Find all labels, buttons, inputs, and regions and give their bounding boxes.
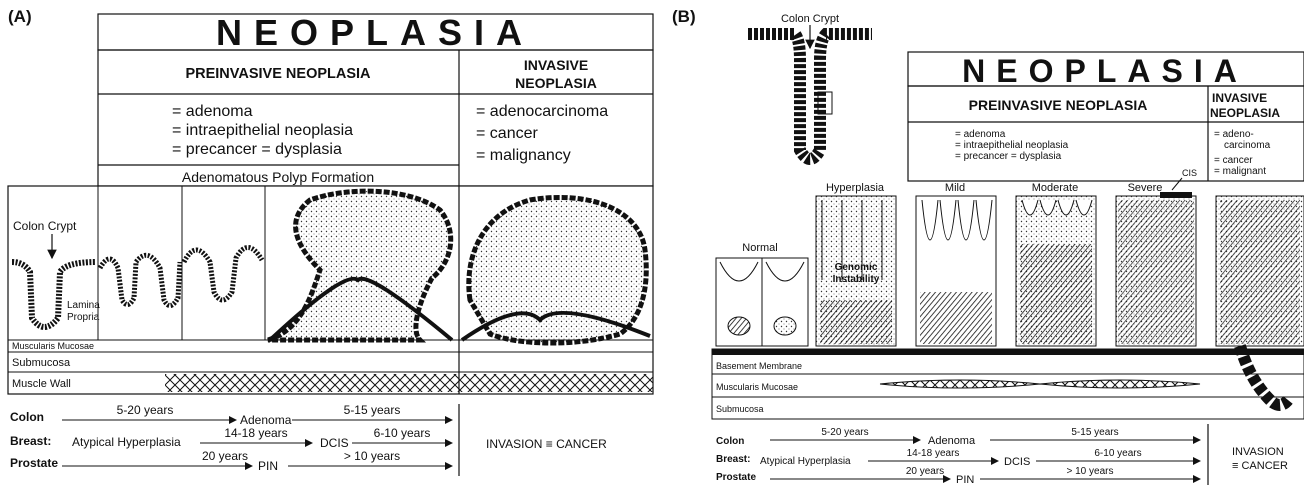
- panel-b-prostate-years-1: 20 years: [906, 466, 944, 477]
- panel-a-layer-muscularis: Muscularis Mucosae: [12, 341, 94, 351]
- panel-b-timeline: Colon Breast: Prostate 5-20 years Adenom…: [716, 424, 1288, 485]
- panel-b-row-prostate: Prostate: [716, 472, 756, 483]
- panel-b-atypical: Atypical Hyperplasia: [760, 456, 851, 467]
- panel-b-invasive-header-2: NEOPLASIA: [1210, 106, 1280, 120]
- panel-b-term-adeno: = adeno-: [1214, 129, 1254, 140]
- panel-b-layer-basement: Basement Membrane: [716, 361, 802, 371]
- panel-a-breast-years-2: 6-10 years: [374, 426, 431, 440]
- panel-a-preinvasive-header: PREINVASIVE NEOPLASIA: [185, 66, 371, 82]
- panel-a-label: (A): [8, 7, 32, 26]
- panel-a: (A) NEOPLASIA PREINVASIVE NEOPLASIA INVA…: [8, 7, 653, 476]
- panel-b-preinvasive-header: PREINVASIVE NEOPLASIA: [969, 97, 1148, 113]
- panel-a-crypt-label: Colon Crypt: [13, 219, 77, 233]
- panel-b-invasion-2: ≡ CANCER: [1232, 460, 1288, 472]
- panel-b-invasion-1: INVASION: [1232, 446, 1284, 458]
- panel-b-cis-marker: [1160, 192, 1192, 198]
- panel-b-adenoma: Adenoma: [928, 435, 976, 447]
- panel-b-genomic-2: Instability: [833, 274, 880, 285]
- panel-b-stage-normal: Normal: [742, 242, 777, 254]
- panel-b-prostate-years-2: > 10 years: [1067, 466, 1114, 477]
- panel-b-crypt: [748, 34, 872, 159]
- panel-a-pin: PIN: [258, 459, 278, 473]
- panel-a-term-cancer: = cancer: [476, 125, 538, 142]
- panel-a-prostate-years-1: 20 years: [202, 449, 248, 463]
- panel-b-pin: PIN: [956, 474, 974, 485]
- panel-a-layer-muscle-wall: Muscle Wall: [12, 378, 71, 390]
- panel-b-title: NEOPLASIA: [962, 53, 1248, 89]
- panel-b-dcis: DCIS: [1004, 456, 1030, 468]
- panel-a-row-breast: Breast:: [10, 434, 51, 448]
- panel-b-normal-nucleus: [728, 317, 750, 335]
- panel-b-stage-mild: Mild: [945, 182, 965, 194]
- panel-b-label: (B): [672, 7, 696, 26]
- panel-b-stage-moderate: Moderate: [1032, 182, 1078, 194]
- panel-a-polyp-label: Adenomatous Polyp Formation: [182, 169, 374, 185]
- panel-b-breast-years-2: 6-10 years: [1094, 448, 1141, 459]
- panel-a-row-prostate: Prostate: [10, 456, 58, 470]
- panel-a-title: NEOPLASIA: [216, 12, 534, 53]
- panel-a-colon-years-2: 5-15 years: [344, 403, 401, 417]
- panel-a-term-precancer: = precancer = dysplasia: [172, 141, 342, 158]
- panel-b-layer-muscularis: Muscularis Mucosae: [716, 382, 798, 392]
- panel-b-genomic-1: Genomic: [835, 262, 878, 273]
- panel-b-term-carcinoma: carcinoma: [1224, 140, 1271, 151]
- panel-b-term-precancer: = precancer = dysplasia: [955, 151, 1062, 162]
- panel-b-row-colon: Colon: [716, 436, 744, 447]
- panel-b-term-cancer: = cancer: [1214, 155, 1253, 166]
- panel-a-layer-submucosa: Submucosa: [12, 357, 71, 369]
- panel-a-muscle-wall-hatch: [165, 374, 653, 392]
- panel-a-invasion: INVASION ≡ CANCER: [486, 437, 607, 451]
- panel-b-breast-years-1: 14-18 years: [907, 448, 960, 459]
- panel-a-dcis: DCIS: [320, 436, 349, 450]
- panel-a-term-adenocarcinoma: = adenocarcinoma: [476, 103, 608, 120]
- panel-b-layer-submucosa: Submucosa: [716, 404, 764, 414]
- panel-a-invasive-header-1: INVASIVE: [524, 57, 588, 73]
- panel-a-lamina-1: Lamina: [67, 300, 100, 311]
- panel-a-invasive-header-2: NEOPLASIA: [515, 75, 597, 91]
- panel-b-term-malignant: = malignant: [1214, 166, 1266, 177]
- panel-b-row-breast: Breast:: [716, 454, 750, 465]
- panel-b-term-adenoma: = adenoma: [955, 129, 1006, 140]
- panel-a-colon-years-1: 5-20 years: [117, 403, 174, 417]
- panel-b: (B) Colon Crypt NEOPLASIA PREINVASIVE NE…: [672, 7, 1304, 485]
- panel-a-term-adenoma: = adenoma: [172, 103, 253, 120]
- panel-a-adenoma: Adenoma: [240, 413, 292, 427]
- panel-a-lamina-2: Propria: [67, 312, 100, 323]
- panel-b-crypt-label: Colon Crypt: [781, 13, 839, 25]
- panel-a-row-colon: Colon: [10, 410, 44, 424]
- panel-a-breast-years-1: 14-18 years: [224, 426, 287, 440]
- panel-a-term-intraepithelial: = intraepithelial neoplasia: [172, 122, 353, 139]
- panel-a-prostate-years-2: > 10 years: [344, 449, 400, 463]
- panel-b-invasive-header-1: INVASIVE: [1212, 91, 1267, 105]
- panel-a-atypical: Atypical Hyperplasia: [72, 435, 181, 449]
- panel-b-term-intraepithelial: = intraepithelial neoplasia: [955, 140, 1069, 151]
- panel-a-timeline: Colon Breast: Prostate 5-20 years Adenom…: [10, 403, 607, 476]
- panel-b-basement-membrane: [712, 349, 1304, 355]
- panel-b-stage-severe: Severe: [1128, 182, 1163, 194]
- panel-a-term-malignancy: = malignancy: [476, 147, 571, 164]
- panel-b-colon-years-1: 5-20 years: [821, 427, 868, 438]
- panel-b-stage-hyperplasia: Hyperplasia: [826, 182, 885, 194]
- panel-b-cis-label: CIS: [1182, 168, 1197, 178]
- panel-b-colon-years-2: 5-15 years: [1071, 427, 1118, 438]
